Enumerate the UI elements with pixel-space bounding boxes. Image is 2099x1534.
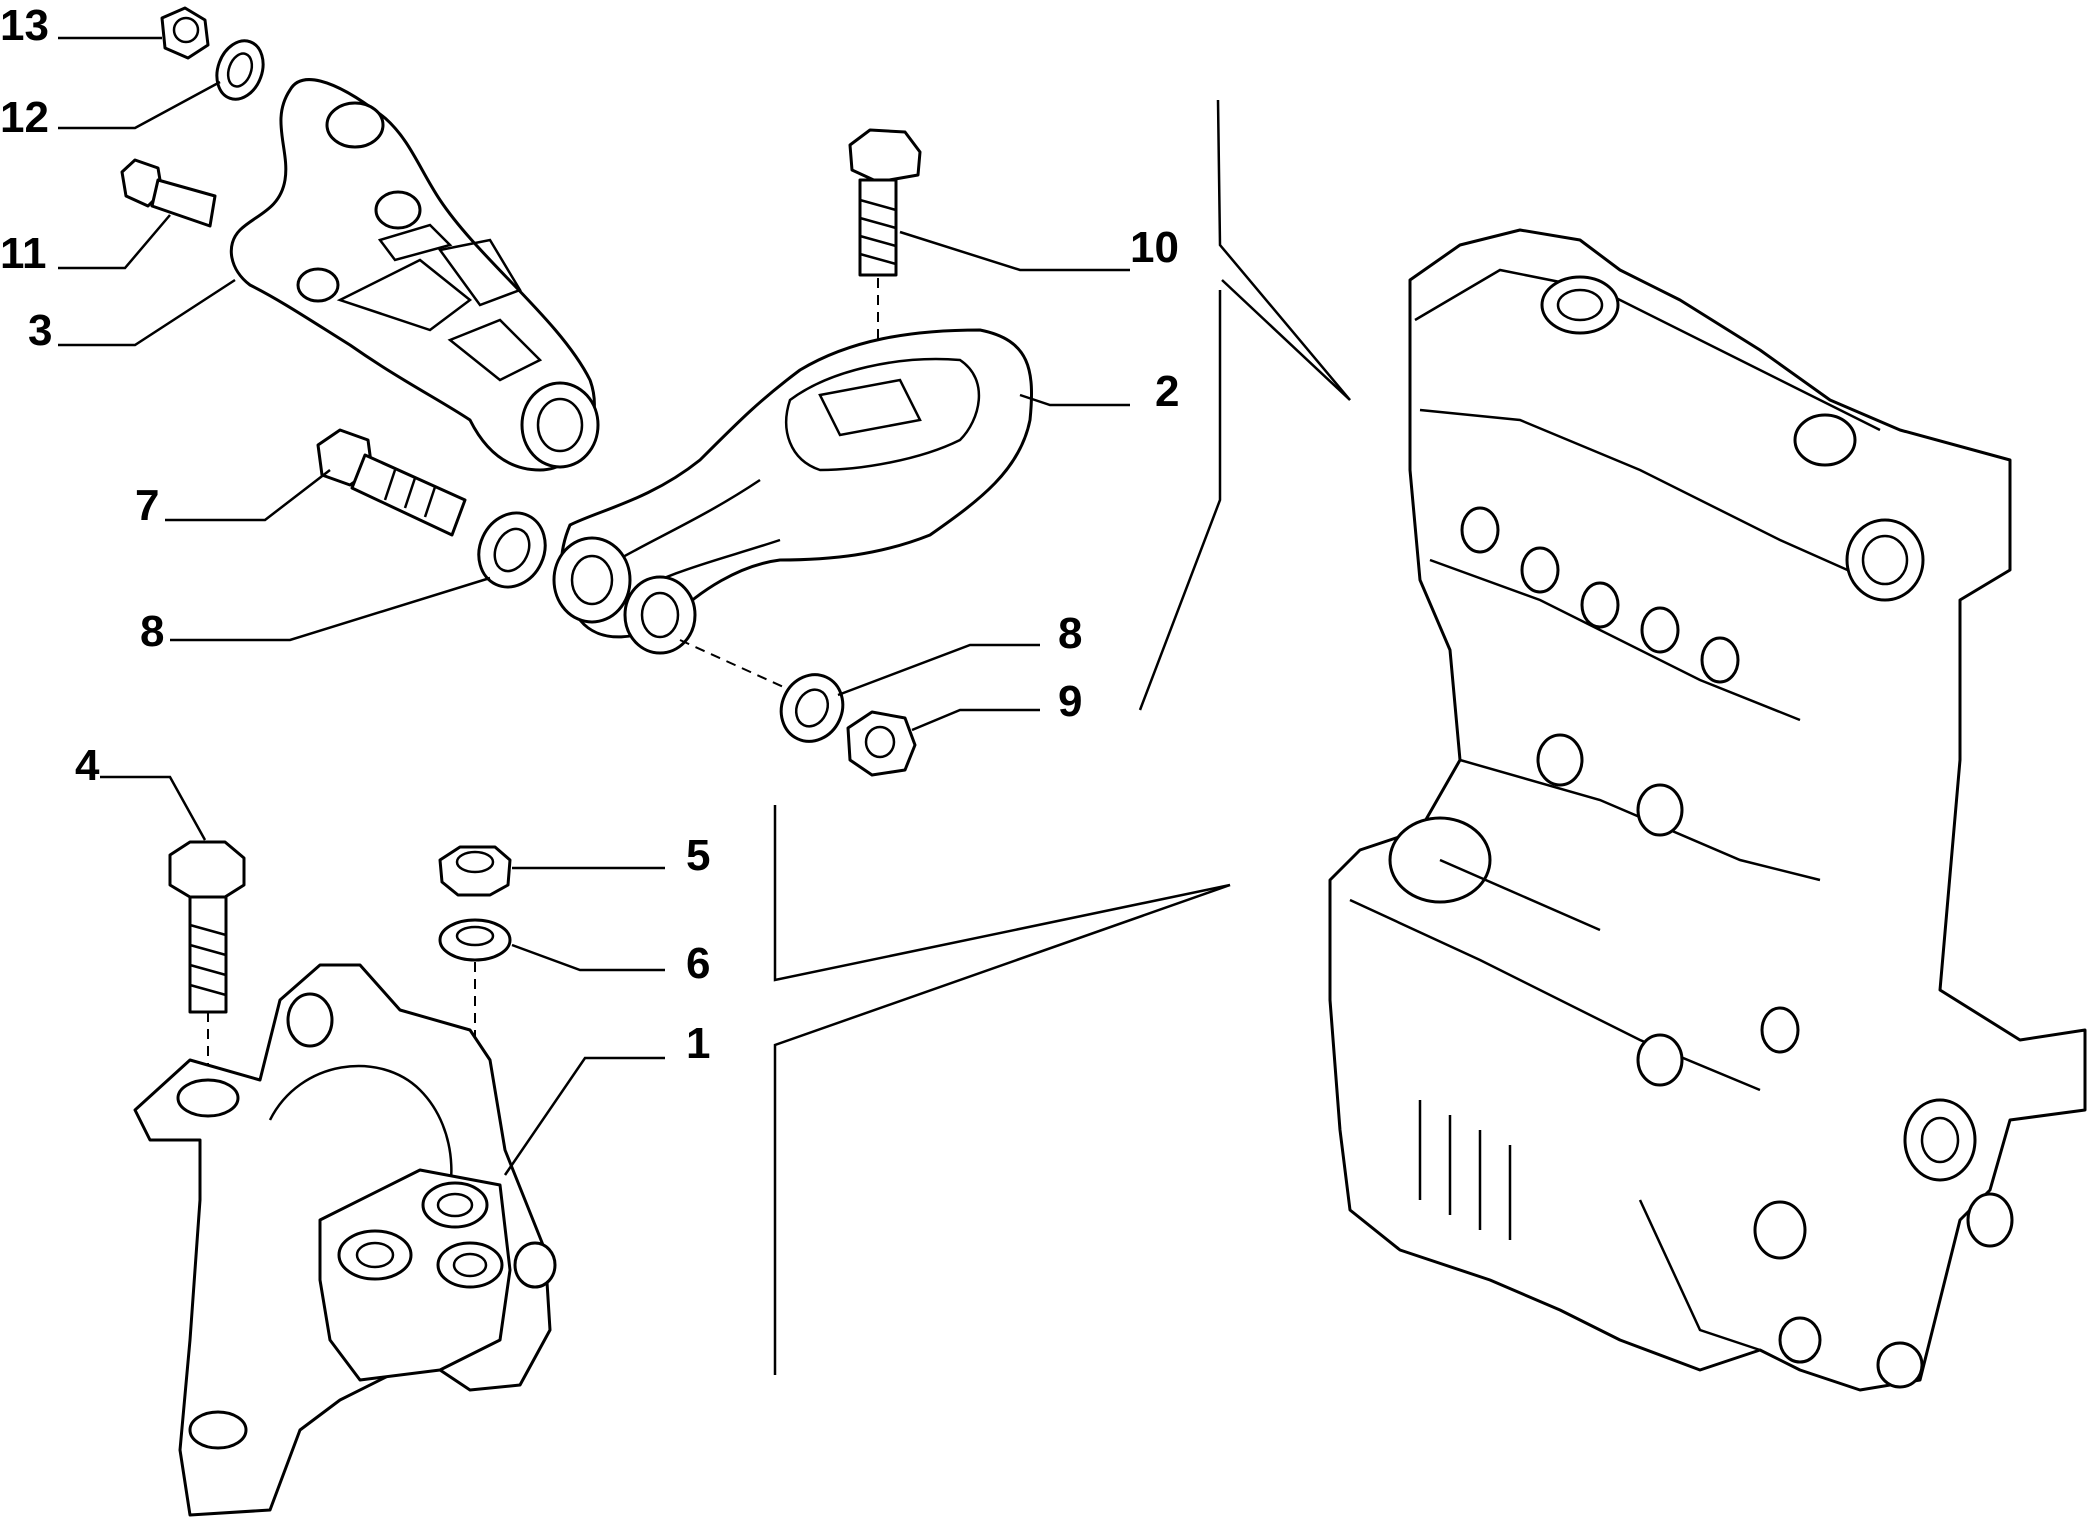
bolt-7 [316, 428, 467, 537]
callout-12: 12 [0, 93, 49, 142]
mount-1 [133, 963, 557, 1517]
callout-4: 4 [75, 741, 100, 790]
bolt-11 [120, 158, 217, 228]
callout-5: 5 [686, 831, 710, 880]
bolt-10 [848, 128, 922, 277]
callout-2: 2 [1155, 367, 1179, 416]
torque-rod-2 [552, 328, 1034, 655]
washer-8-right [779, 673, 845, 743]
callout-8-right: 8 [1058, 609, 1082, 658]
washer-6 [438, 918, 512, 962]
washer-12 [215, 39, 265, 101]
nut-9 [846, 710, 917, 777]
callout-6: 6 [686, 939, 710, 988]
engine-block [1328, 228, 2087, 1392]
bracket-3 [229, 78, 600, 472]
callout-9: 9 [1058, 677, 1082, 726]
group-bracket-lines [773, 99, 1351, 1375]
washer-8-left [477, 511, 547, 589]
callout-1: 1 [686, 1019, 710, 1068]
callout-8-left: 8 [140, 607, 164, 656]
leader-lines [58, 36, 1130, 1176]
callout-10: 10 [1130, 223, 1179, 272]
callout-11: 11 [0, 229, 47, 278]
bolt-4 [168, 840, 246, 1014]
callout-13: 13 [0, 1, 49, 50]
callout-3: 3 [28, 306, 52, 355]
nut-13 [160, 6, 210, 60]
callout-7: 7 [135, 481, 159, 530]
nut-5 [438, 845, 512, 897]
